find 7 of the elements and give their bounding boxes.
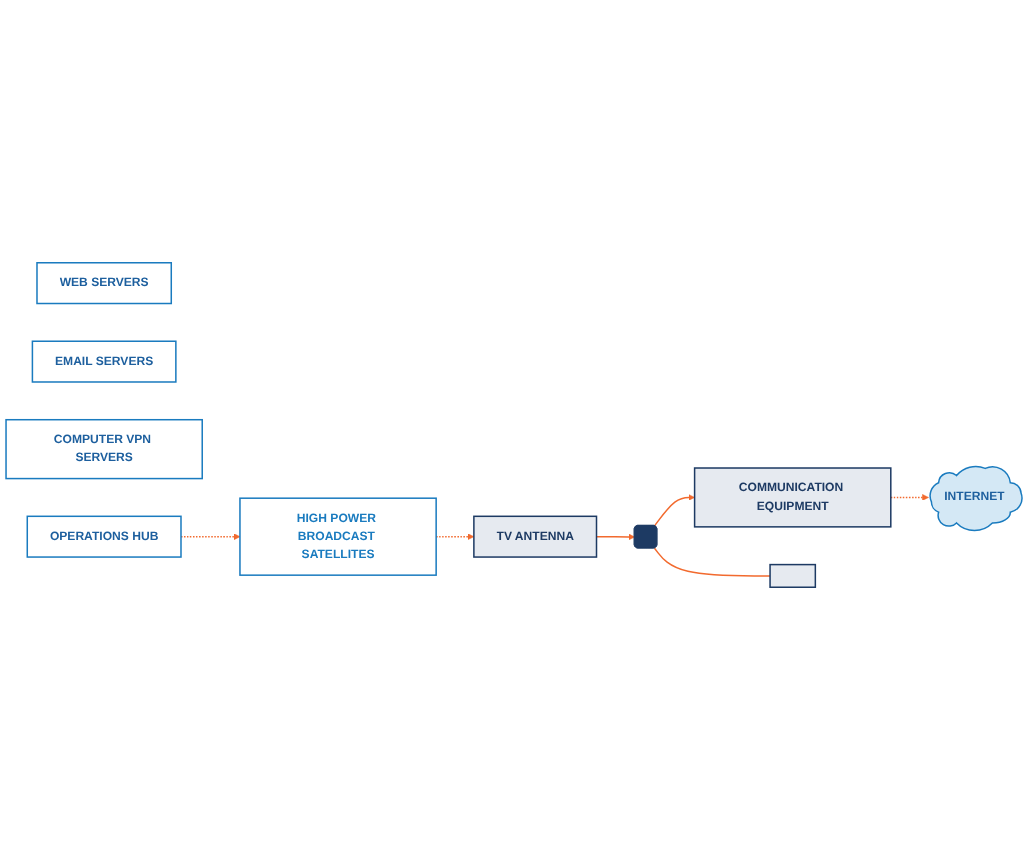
arrow	[890, 494, 929, 501]
node-computer	[769, 563, 817, 588]
arrow	[435, 533, 475, 540]
connector	[653, 547, 771, 577]
arrow	[653, 494, 695, 527]
arrow	[595, 533, 635, 541]
arrow	[180, 533, 241, 540]
